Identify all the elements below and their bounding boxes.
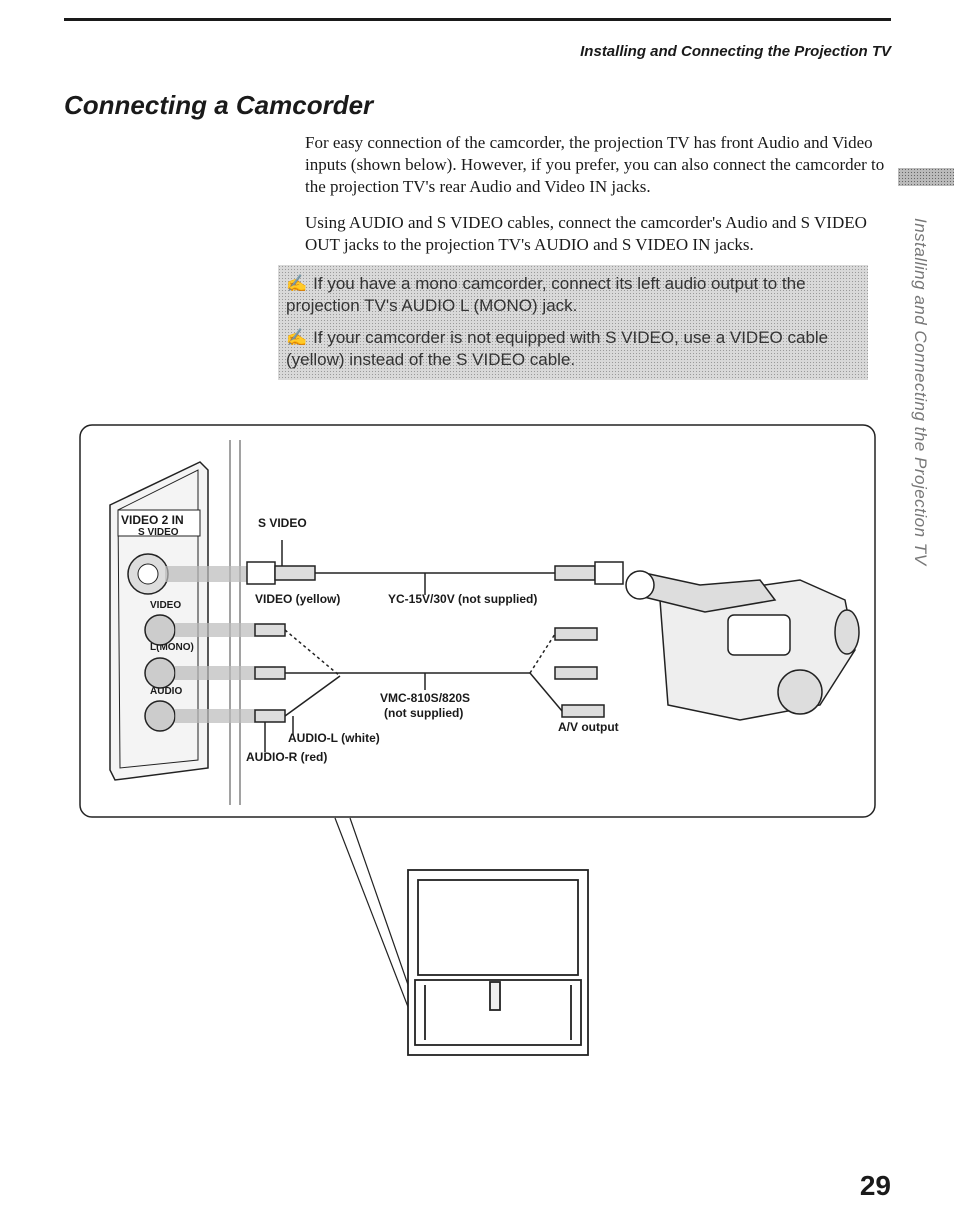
- camcorder: [625, 570, 860, 721]
- audio-l-label: AUDIO-L (white): [288, 731, 380, 745]
- audio-l-jack: [144, 657, 176, 689]
- audio-r-jack: [144, 700, 176, 732]
- page-title: Connecting a Camcorder: [64, 90, 374, 120]
- panel-label-box: [117, 509, 201, 537]
- panel-audio-label: AUDIO: [150, 686, 182, 697]
- notes-box: ✍If you have a mono camcorder, connect i…: [278, 265, 868, 380]
- section-side-label: Installing and Connecting the Projection…: [911, 218, 930, 566]
- note-item: ✍If you have a mono camcorder, connect i…: [286, 273, 846, 317]
- header-rule: [64, 18, 891, 21]
- video-yellow-label: VIDEO (yellow): [255, 592, 340, 606]
- yc-cable-label: YC-15V/30V (not supplied): [388, 592, 537, 606]
- intro-paragraph: For easy connection of the camcorder, th…: [305, 133, 885, 196]
- audio-r-label: AUDIO-R (red): [246, 750, 327, 764]
- note-item: ✍If your camcorder is not equipped with …: [286, 327, 861, 371]
- note-text: If you have a mono camcorder, connect it…: [286, 274, 806, 315]
- page-number: 29: [859, 1170, 891, 1201]
- panel-lmono-label: L(MONO): [150, 642, 194, 653]
- pencil-note-icon: ✍: [286, 274, 308, 293]
- diagram-frame: [79, 424, 876, 818]
- vmc-cable-label: VMC-810S/820S: [380, 691, 470, 705]
- vmc-not-supplied-label: (not supplied): [384, 706, 463, 720]
- note-text: If your camcorder is not equipped with S…: [286, 328, 829, 369]
- s-video-label: S VIDEO: [258, 516, 307, 530]
- section-tab-marker: [898, 168, 954, 186]
- panel-s-video-label: S VIDEO: [138, 527, 179, 538]
- instruction-paragraph: Using AUDIO and S VIDEO cables, connect …: [305, 213, 867, 254]
- av-output-label: A/V output: [558, 720, 619, 734]
- pencil-note-icon: ✍: [286, 328, 308, 347]
- s-video-beam: [165, 566, 247, 582]
- panel-video-label: VIDEO: [150, 600, 181, 611]
- projection-tv: [407, 869, 589, 1056]
- s-video-cable: [246, 540, 624, 595]
- tv-front-panel: VIDEO 2 IN S VIDEO VIDEO L(MONO) AUDIO: [109, 461, 209, 781]
- video-jack: [144, 614, 176, 646]
- callout-line: [334, 817, 416, 1026]
- av-cable: [254, 623, 605, 752]
- running-header: Installing and Connecting the Projection…: [580, 43, 891, 60]
- panel-title: VIDEO 2 IN: [121, 513, 184, 527]
